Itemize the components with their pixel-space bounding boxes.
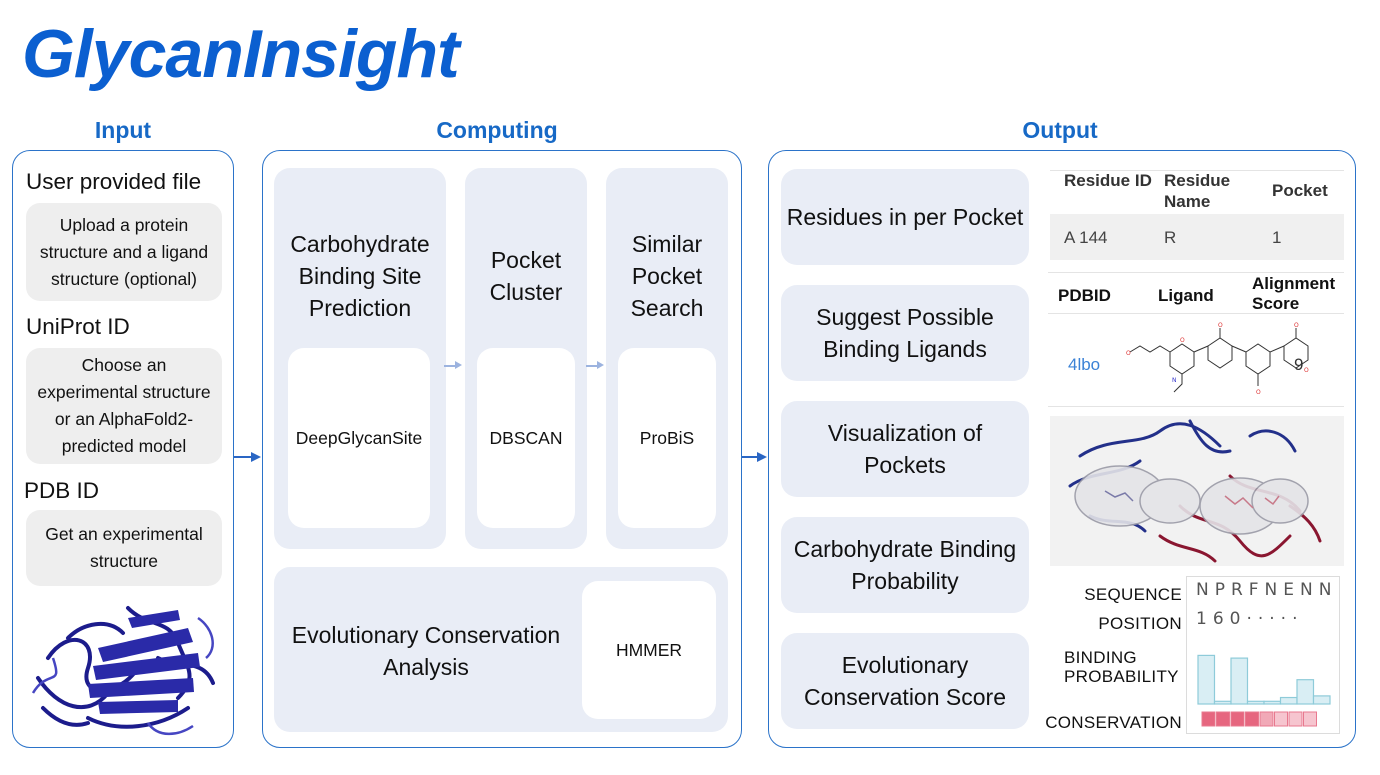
output-item-visualization: Visualization of Pockets bbox=[781, 401, 1029, 497]
binding-to-cluster-arrowhead bbox=[455, 361, 462, 369]
conservation-cell bbox=[1259, 711, 1274, 727]
binding-site-prediction-label: Carbohydrate Binding Site Prediction bbox=[290, 231, 430, 321]
pdb-desc: Get an experimental structure bbox=[26, 510, 222, 586]
evolution-label: Evolutionary Conservation Analysis bbox=[291, 622, 561, 680]
alignment-score-cell: 9 bbox=[1294, 355, 1304, 374]
pocket-visualization-image bbox=[1050, 416, 1344, 566]
probis-tool: ProBiS bbox=[618, 348, 716, 528]
cluster-to-search-arrow bbox=[586, 365, 598, 367]
position-values: 160····· bbox=[1196, 609, 1304, 629]
conservation-cell bbox=[1230, 711, 1245, 727]
computing-column-heading: Computing bbox=[436, 117, 558, 143]
cluster-to-search-arrowhead bbox=[597, 361, 604, 369]
residue-name-header: Residue Name bbox=[1164, 171, 1231, 211]
conservation-label: CONSERVATION bbox=[1045, 713, 1182, 732]
uniprot-desc: Choose an experimental structure or an A… bbox=[26, 348, 222, 464]
position-label: POSITION bbox=[1098, 614, 1182, 633]
pdbid-header: PDBID bbox=[1058, 286, 1111, 305]
residue-id-cell: A 144 bbox=[1064, 228, 1108, 247]
protein-structure-image bbox=[31, 606, 215, 736]
binding-bar bbox=[1230, 657, 1249, 705]
dbscan-tool: DBSCAN bbox=[477, 348, 575, 528]
svg-text:N: N bbox=[1172, 377, 1177, 384]
svg-text:O: O bbox=[1256, 389, 1261, 396]
output-item-binding-probability: Carbohydrate Binding Probability bbox=[781, 517, 1029, 613]
pdb-heading: PDB ID bbox=[24, 478, 100, 503]
binding-probability-label: BINDING PROBABILITY bbox=[1064, 648, 1179, 686]
residue-table-header bbox=[1050, 170, 1344, 214]
ligand-table-divider bbox=[1048, 406, 1344, 407]
ligand-header: Ligand bbox=[1158, 286, 1214, 305]
svg-text:O: O bbox=[1218, 322, 1223, 329]
binding-bar bbox=[1279, 696, 1298, 705]
residue-table: Residue ID Residue Name Pocket A 144 R 1 bbox=[1050, 170, 1344, 262]
computing-to-output-arrowhead bbox=[757, 452, 767, 462]
pocket-cluster-label: Pocket Cluster bbox=[489, 247, 563, 305]
output-item-residues: Residues in per Pocket bbox=[781, 169, 1029, 265]
conservation-cell bbox=[1274, 711, 1288, 727]
pdbid-link[interactable]: 4lbo bbox=[1068, 355, 1101, 374]
app-title: GlycanInsight bbox=[22, 16, 460, 92]
binding-probability-chart bbox=[1197, 654, 1331, 705]
svg-text:O: O bbox=[1294, 322, 1299, 329]
ligand-table-header bbox=[1048, 272, 1344, 314]
binding-bar bbox=[1312, 695, 1331, 705]
sequence-label: SEQUENCE bbox=[1084, 585, 1182, 604]
input-to-computing-arrow bbox=[234, 456, 252, 458]
svg-text:O: O bbox=[1304, 367, 1309, 374]
user-file-desc: Upload a protein structure and a ligand … bbox=[26, 203, 222, 301]
alignment-score-header: Alignment Score bbox=[1252, 274, 1336, 313]
output-item-conservation-score: Evolutionary Conservation Score bbox=[781, 633, 1029, 729]
binding-bar bbox=[1197, 654, 1216, 705]
user-file-heading: User provided file bbox=[26, 169, 202, 194]
binding-label-line-2: PROBABILITY bbox=[1064, 667, 1179, 686]
input-column-heading: Input bbox=[94, 117, 152, 143]
computing-to-output-arrow bbox=[742, 456, 758, 458]
residue-name-cell: R bbox=[1164, 228, 1177, 247]
pocket-cell: 1 bbox=[1272, 228, 1282, 247]
input-to-computing-arrowhead bbox=[251, 452, 261, 462]
conservation-cell bbox=[1201, 711, 1216, 727]
output-column-heading: Output bbox=[1022, 117, 1098, 143]
uniprot-heading: UniProt ID bbox=[26, 314, 130, 339]
binding-bar bbox=[1213, 700, 1232, 705]
similar-pocket-label: Similar Pocket Search bbox=[630, 231, 704, 321]
svg-text:O: O bbox=[1180, 337, 1185, 344]
conservation-chart bbox=[1201, 711, 1317, 727]
conservation-cell bbox=[1245, 711, 1259, 727]
sequence-panel-frame bbox=[1186, 576, 1340, 734]
output-item-ligands: Suggest Possible Binding Ligands bbox=[781, 285, 1029, 381]
residue-id-header: Residue ID bbox=[1064, 171, 1152, 190]
pocket-header: Pocket bbox=[1272, 181, 1328, 200]
binding-bar bbox=[1296, 679, 1315, 705]
conservation-cell bbox=[1216, 711, 1230, 727]
svg-text:O: O bbox=[1126, 350, 1131, 357]
binding-to-cluster-arrow bbox=[444, 365, 456, 367]
deepglycansite-tool: DeepGlycanSite bbox=[288, 348, 430, 528]
residue-table-row bbox=[1050, 214, 1344, 260]
binding-bar bbox=[1246, 700, 1265, 705]
ligand-structure-image: O O O O O O N bbox=[1126, 322, 1309, 396]
sequence-letters: NPRFNENN bbox=[1196, 580, 1338, 600]
hmmer-tool: HMMER bbox=[582, 581, 716, 719]
binding-label-line-1: BINDING bbox=[1064, 648, 1137, 667]
binding-bar bbox=[1263, 700, 1282, 705]
conservation-cell bbox=[1288, 711, 1303, 727]
conservation-cell bbox=[1303, 711, 1317, 727]
